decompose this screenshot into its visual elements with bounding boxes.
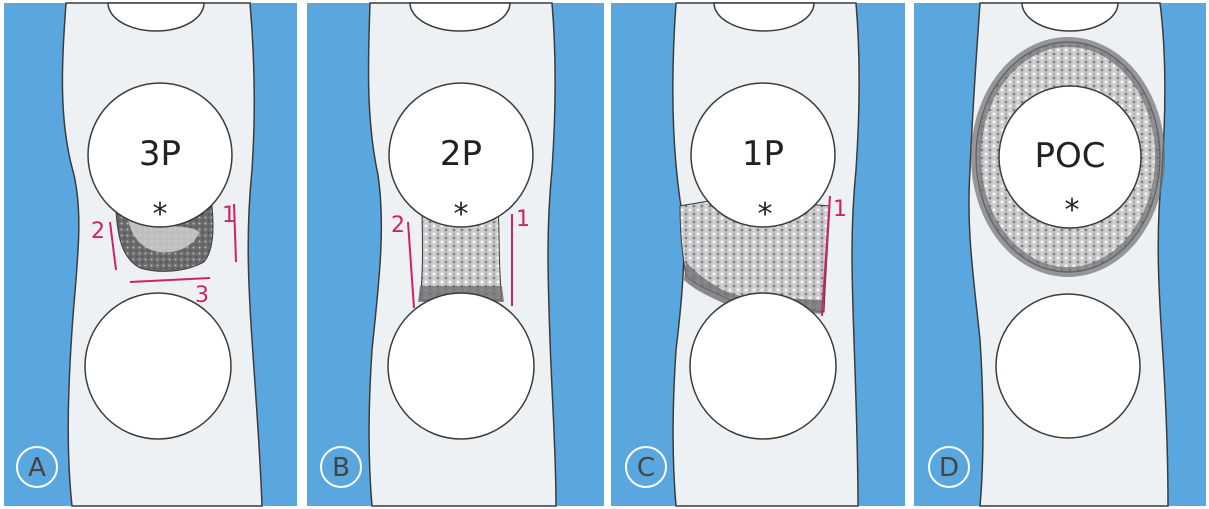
tooth-label: 1P bbox=[742, 134, 784, 174]
wall-number: 1 bbox=[222, 203, 236, 228]
panel-c: 1P * 1 C bbox=[611, 3, 905, 506]
wall-number: 2 bbox=[91, 219, 105, 244]
tooth-label: 2P bbox=[440, 134, 482, 174]
asterisk-icon: * bbox=[1065, 193, 1080, 228]
panel-d: POC * D bbox=[914, 3, 1206, 506]
tooth-label: POC bbox=[1034, 136, 1105, 176]
tooth-adjacent bbox=[996, 294, 1140, 438]
wall-number: 2 bbox=[391, 213, 405, 238]
asterisk-icon: * bbox=[758, 197, 773, 232]
tooth-adjacent bbox=[388, 293, 534, 439]
wall-number: 3 bbox=[195, 283, 209, 308]
tooth-adjacent bbox=[690, 293, 836, 439]
panel-letter: D bbox=[939, 453, 959, 483]
tooth-label: 3P bbox=[139, 134, 181, 174]
asterisk-icon: * bbox=[454, 197, 469, 232]
tooth-adjacent bbox=[85, 293, 231, 439]
panel-letter: C bbox=[637, 453, 655, 483]
wall-number: 1 bbox=[516, 207, 530, 232]
asterisk-icon: * bbox=[153, 197, 168, 232]
panel-a: 3P * 1 2 3 A bbox=[4, 3, 297, 506]
panel-letter: A bbox=[28, 453, 46, 483]
wall-number: 1 bbox=[833, 197, 847, 222]
panel-b: 2P * 1 2 B bbox=[307, 3, 604, 506]
panel-letter: B bbox=[332, 453, 350, 483]
